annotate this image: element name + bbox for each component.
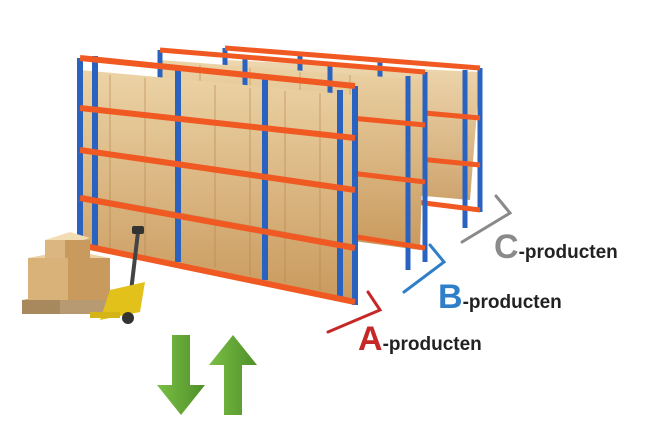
arrow-down-icon bbox=[157, 335, 205, 415]
label-c-producten: C-producten bbox=[494, 230, 618, 264]
label-b-producten: B-producten bbox=[438, 280, 562, 314]
label-a-producten: A-producten bbox=[358, 322, 482, 356]
label-b-suffix: -producten bbox=[463, 292, 562, 313]
label-c-letter: C bbox=[494, 228, 519, 266]
label-a-letter: A bbox=[358, 320, 383, 358]
arrow-up-icon bbox=[209, 335, 257, 415]
label-c-suffix: -producten bbox=[519, 242, 618, 263]
rack-a bbox=[80, 56, 358, 305]
label-a-suffix: -producten bbox=[383, 334, 482, 355]
label-b-letter: B bbox=[438, 278, 463, 316]
